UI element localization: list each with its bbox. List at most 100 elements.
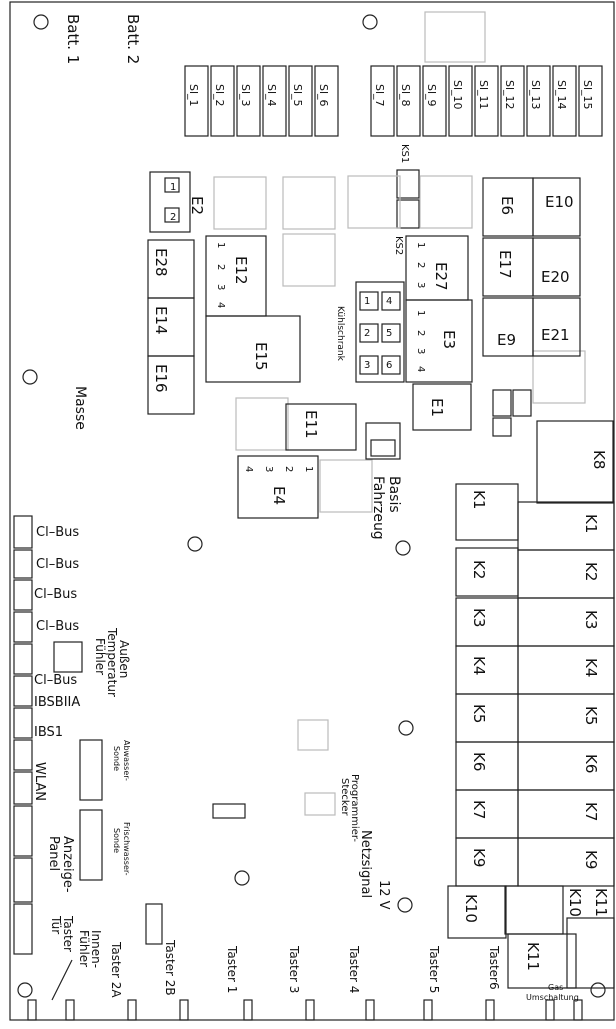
frisch-sonde-label: Sonde [112,828,121,853]
fuse-label: Sl_5 [291,84,304,107]
netzsignal-label: Netzsignal [358,830,373,898]
k-right-label: K6 [582,754,600,773]
k-right-labels: K1 K2 K3 K4 K5 K6 K7 K9 K10 [566,514,600,917]
e-relay-labels: E2 E28 E14 E16 E12 E15 E27 E3 E1 E11 E4 … [152,196,516,505]
fuse-label: Sl_6 [317,84,330,107]
port-label: Cl–Bus [36,525,79,540]
board-outline [9,1,615,1021]
k-left-label: K6 [470,752,488,771]
fuse-label: Sl_8 [399,84,412,107]
fuse-label: Sl_9 [425,84,438,107]
temperatur-label: Temperatur [105,627,119,697]
fuse-label: Sl_2 [213,84,226,107]
pin-1: 1 [364,296,370,307]
e6-label: E6 [498,196,516,215]
pin-3: 3 [415,282,426,288]
fuse-label: Sl_15 [581,80,594,110]
k-left-labels: K1 K2 K3 K4 K5 K6 K7 K9 K10 [462,490,488,923]
pin-3: 3 [263,466,274,472]
mounting-hole [590,982,606,998]
mounting-hole [395,540,411,556]
pin-3: 3 [215,284,226,290]
pin-3: 3 [415,348,426,354]
innen-label: Innen- [89,930,103,968]
taster-label: Taster 2A [109,941,123,998]
taster-label: Taster 3 [287,945,301,993]
umschaltung-label: Umschaltung [526,993,579,1002]
e27-label: E27 [432,262,450,291]
pin-1: 1 [415,310,426,316]
e20-label: E20 [541,268,570,286]
fuse-labels: Sl_1 Sl_2 Sl_3 Sl_4 Sl_5 Sl_6 Sl_7 Sl_8 … [187,80,594,110]
pin-2: 2 [170,212,176,223]
abwasser-label: Abwasser- [122,740,131,781]
k-right-label: K3 [582,610,600,629]
aussen-label: Außen [117,640,131,678]
k-right-label: K7 [582,802,600,821]
mounting-hole [397,897,413,913]
e3-label: E3 [440,330,458,349]
taster-label: Taster 5 [427,945,441,993]
e16-label: E16 [152,364,170,393]
taster-label: Taster 4 [347,945,361,993]
pin-4: 4 [386,296,392,307]
pin-2: 2 [364,328,370,339]
k-right-label: K9 [582,850,600,869]
pin-4: 4 [415,366,426,372]
taster-tuer-label: Taster [61,915,75,952]
fuehler-label: Fühler [93,638,107,675]
k-right-label: K5 [582,706,600,725]
port-label: IBS1 [34,725,63,740]
mounting-hole [17,982,33,998]
programmier-label: Programmier- [349,774,360,842]
e9-label: E9 [497,331,516,349]
fuse-label: Sl_3 [239,84,252,107]
pin-1: 1 [415,242,426,248]
pin-1: 1 [303,466,314,472]
batt-1-label: Batt. 1 [64,14,82,64]
frisch-label: Frischwasser- [122,822,131,876]
e17-label: E17 [496,250,514,279]
pin-5: 5 [386,328,392,339]
fuse-label: Sl_12 [503,80,516,110]
pin-2: 2 [415,262,426,268]
k11-label: K11 [524,942,542,971]
gas-label: Gas- [548,983,566,992]
k-left-label: K4 [470,656,488,675]
k-right-label: K1 [582,514,600,533]
12v-label: 12 V [376,880,391,910]
k-right-label: K4 [582,658,600,677]
k-right-label: K10 [566,888,584,917]
e21-label: E21 [541,326,570,344]
port-label: Cl–Bus [36,619,79,634]
port-label: IBSBIIA [34,695,80,710]
tuer-label: Tür [49,915,63,934]
mounting-hole [362,14,378,30]
fuse-label: Sl_11 [477,80,490,110]
port-label: Cl–Bus [34,673,77,688]
k-left-label: K1 [470,490,488,509]
port-labels: Cl–Bus Cl–Bus Cl–Bus Cl–Bus Cl–Bus IBSBI… [34,525,80,740]
port-label: Cl–Bus [34,587,77,602]
kuehlschrank-label: Kühlschrank [335,306,345,362]
abwasser-sonde-label: Sonde [112,746,121,771]
innen-fuehler-label: Fühler [77,930,91,967]
batt-2-label: Batt. 2 [124,14,142,64]
masse-label: Masse [72,386,88,430]
wlan-label: WLAN [32,762,47,801]
e1-label: E1 [428,398,446,417]
anzeige-label: Anzeige- [60,836,75,893]
pin-2: 2 [415,330,426,336]
taster-labels: Taster 2A Taster 2B Taster 1 Taster 3 Ta… [109,939,501,998]
pin-2: 2 [283,466,294,472]
k-left-label: K2 [470,560,488,579]
relay-pin-numbers: 1 2 3 4 1 2 3 1 2 3 4 1 2 3 4 [215,242,426,472]
k-left-label: K5 [470,704,488,723]
port-label: Cl–Bus [36,557,79,572]
mounting-hole [33,14,49,30]
fahrzeug-label: Fahrzeug [370,476,386,540]
pin-2: 2 [215,264,226,270]
e15-label: E15 [252,342,270,371]
fuse-label: Sl_10 [451,80,464,110]
